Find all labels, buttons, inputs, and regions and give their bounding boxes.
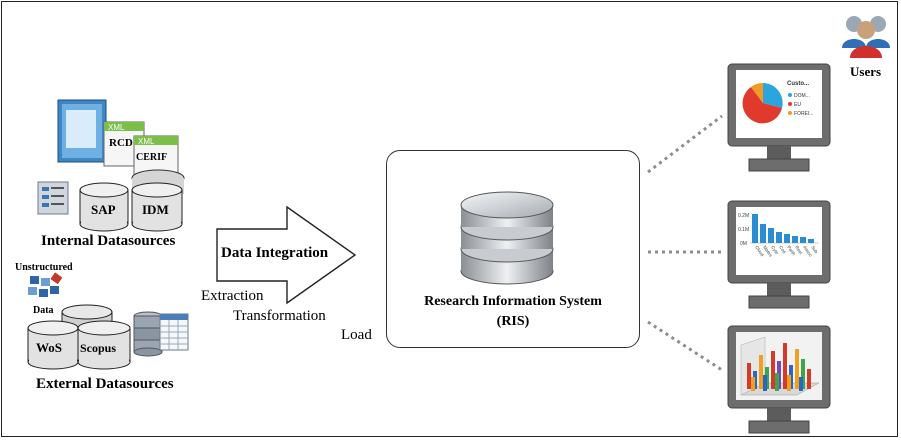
internal-datasources-graphic: XML RCD XML CERIF SAP IDM [37, 99, 185, 232]
bar-cat-5: Parth [786, 245, 797, 257]
wos-label: WoS [36, 340, 62, 355]
external-datasources-graphic: WoS Scopus [27, 272, 189, 370]
bar-cat-3: Cyte [770, 245, 780, 256]
data-integration-arrow [216, 205, 357, 305]
data-label: Data [33, 305, 54, 316]
monitor-3d-chart [727, 325, 831, 434]
connector-lines [647, 114, 723, 372]
bar-8 [808, 239, 814, 243]
bar-1 [752, 214, 758, 243]
legend-forei: FOREI... [794, 111, 813, 117]
unstructured-blocks-icon [28, 272, 63, 297]
internal-datasources-label: Internal Datasources [41, 233, 176, 249]
bar-2 [760, 224, 766, 243]
bar-cat-6: Rest [794, 245, 804, 256]
xml-tag-2: XML [138, 137, 155, 146]
bar-cat-4: Cod [778, 245, 787, 255]
ris-abbreviation: (RIS) [496, 314, 530, 329]
extraction-label: Extraction [201, 288, 264, 304]
xml-rcd-document-icon: XML RCD [103, 121, 145, 167]
binder-icon [57, 99, 107, 163]
list-document-icon [37, 181, 69, 215]
legend-dom: DOM... [794, 93, 810, 99]
bar-tick-zero: 0M [740, 241, 747, 247]
scopus-database-icon: Scopus [77, 320, 131, 370]
monitor-bar-chart: 0.2M 0.1M 0M Cloud Mates Cyte Cod Parth … [727, 200, 831, 309]
connector-bottom [647, 320, 723, 372]
pie-slice-forei [751, 83, 763, 103]
connector-top [647, 114, 723, 174]
pie-slice-dom [763, 83, 783, 108]
database-stack-icon [460, 191, 554, 285]
legend-dot-forei [788, 111, 792, 115]
bar-cat-7: Assoc [802, 245, 814, 259]
users-icon [842, 16, 890, 58]
3d-bars [747, 343, 811, 391]
rcd-label: RCD [109, 137, 133, 149]
legend-dot-eu [788, 102, 792, 106]
server-stack-icon [133, 311, 163, 357]
legend-eu: EU [794, 102, 801, 108]
sap-label: SAP [91, 202, 116, 217]
bar-7 [800, 237, 806, 243]
monitor-pie-chart: Custo... DOM... EU FOREI... [727, 63, 831, 172]
spreadsheet-icon [159, 313, 189, 351]
load-label: Load [341, 327, 372, 343]
sap-database-icon: SAP [79, 182, 129, 232]
legend-dot-dom [788, 93, 792, 97]
bar-tick-mid: 0.1M [738, 227, 749, 233]
external-datasources-label: External Datasources [36, 376, 174, 392]
unstructured-label: Unstructured [15, 262, 73, 273]
bar-tick-top: 0.2M [738, 213, 749, 219]
ris-title: Research Information System [424, 294, 602, 309]
ris-container: Research Information System (RIS) [386, 150, 640, 348]
pie-title: Custo... [787, 81, 809, 87]
transformation-label: Transformation [233, 308, 326, 324]
bar-cat-8: Sub [810, 245, 819, 255]
pie-slice-eu [742, 87, 782, 124]
bar-6 [792, 236, 798, 243]
data-integration-label: Data Integration [221, 245, 329, 261]
scopus-label: Scopus [80, 341, 116, 355]
cerif-label: CERIF [136, 152, 167, 163]
idm-label: IDM [142, 202, 169, 217]
idm-database-icon: IDM [131, 182, 183, 232]
wos-database-icon: WoS [27, 320, 79, 370]
bar-cat-2: Mates [762, 245, 774, 259]
bar-5 [784, 234, 790, 243]
bar-4 [776, 232, 782, 243]
xml-tag-1: XML [108, 123, 125, 132]
users-label: Users [850, 64, 882, 79]
bar-cat-1: Cloud [754, 245, 765, 258]
bar-3 [768, 228, 774, 243]
